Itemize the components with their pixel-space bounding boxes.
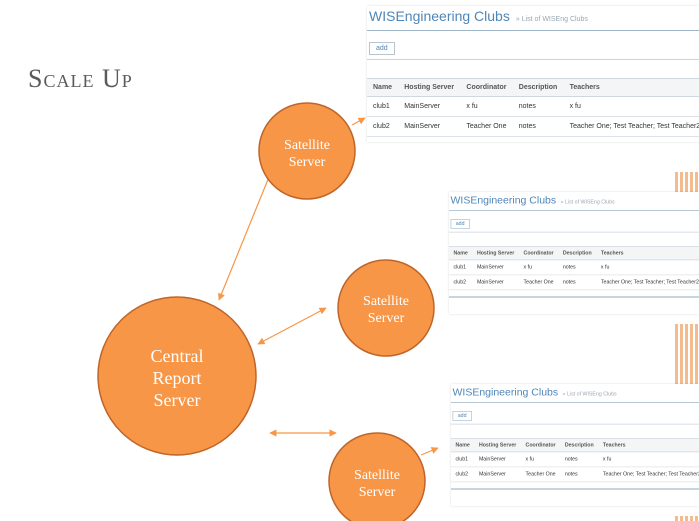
col-hosting-server: Hosting Server <box>472 246 520 261</box>
cell-hosting-server: MainServer <box>472 274 520 291</box>
cell-description: notes <box>558 274 597 291</box>
cell-name: club2 <box>449 274 473 291</box>
panel-title[interactable]: WISEngineering Clubs <box>450 193 557 206</box>
clubs-table: Name Hosting Server Coordinator Descript… <box>367 78 699 137</box>
panel-title[interactable]: WISEngineering Clubs <box>369 8 510 24</box>
arrow-central-satellite-2 <box>257 307 327 345</box>
satellite-2-label-1: Satellite <box>363 294 409 309</box>
panel-subtitle: » List of WISEng Clubs <box>562 391 617 397</box>
col-name: Name <box>451 438 475 453</box>
add-club-button[interactable]: add <box>369 42 395 55</box>
col-hosting-server: Hosting Server <box>398 78 461 97</box>
decorative-stripes-1 <box>675 172 698 194</box>
clubs-panel-2: WISEngineering Clubs » List of WISEng Cl… <box>449 192 699 314</box>
clubs-panel-1: WISEngineering Clubs » List of WISEng Cl… <box>367 6 699 142</box>
cell-name: club1 <box>367 96 399 117</box>
cell-coordinator: Teacher One <box>460 116 513 137</box>
arrow-satellite-1-panel <box>351 117 366 126</box>
cell-coordinator: Teacher One <box>519 274 559 291</box>
clubs-table-header: Name Hosting Server Coordinator Descript… <box>451 438 699 453</box>
table-row[interactable]: club2 MainServer Teacher One notes Teach… <box>367 116 699 137</box>
central-node-label-1: Central <box>151 346 204 366</box>
cell-coordinator: x fu <box>519 259 559 276</box>
satellite-server-node-3: Satellite Server <box>328 432 426 521</box>
cell-description: notes <box>512 116 564 137</box>
satellite-1-label-2: Server <box>289 155 326 170</box>
cell-teachers: x fu <box>598 451 699 468</box>
col-hosting-server: Hosting Server <box>474 438 522 453</box>
col-coordinator: Coordinator <box>521 438 561 453</box>
clubs-table: Name Hosting Server Coordinator Descript… <box>449 246 699 291</box>
central-node-label-3: Server <box>154 390 201 410</box>
decorative-stripes-2 <box>675 324 698 386</box>
cell-description: notes <box>558 259 597 276</box>
cell-teachers: x fu <box>563 96 699 117</box>
panel-subtitle: » List of WISEng Clubs <box>515 16 588 23</box>
col-name: Name <box>367 78 399 97</box>
slide-title: Scale Up <box>28 64 133 93</box>
col-description: Description <box>558 246 597 261</box>
cell-hosting-server: MainServer <box>472 259 520 276</box>
clubs-table-header: Name Hosting Server Coordinator Descript… <box>367 78 699 97</box>
col-coordinator: Coordinator <box>460 78 513 97</box>
clubs-table-header: Name Hosting Server Coordinator Descript… <box>449 246 699 261</box>
col-teachers: Teachers <box>563 78 699 97</box>
cell-hosting-server: MainServer <box>398 96 461 117</box>
add-club-button[interactable]: add <box>452 411 472 421</box>
cell-coordinator: Teacher One <box>521 466 561 483</box>
cell-teachers: x fu <box>596 259 699 276</box>
col-description: Description <box>512 78 564 97</box>
cell-name: club2 <box>451 466 475 483</box>
col-name: Name <box>449 246 473 261</box>
cell-description: notes <box>512 96 564 117</box>
decorative-stripes-3 <box>675 516 698 521</box>
satellite-3-label-1: Satellite <box>354 468 400 483</box>
satellite-1-label-1: Satellite <box>284 138 330 153</box>
cell-name: club1 <box>449 259 473 276</box>
cell-description: notes <box>560 451 599 468</box>
cell-hosting-server: MainServer <box>474 466 522 483</box>
arrow-central-satellite-1 <box>218 171 272 301</box>
central-report-server-node: Central Report Server <box>97 296 257 456</box>
cell-description: notes <box>560 466 599 483</box>
table-row[interactable]: club1 MainServer x fu notes x fu <box>451 451 699 468</box>
table-row[interactable]: club2 MainServer Teacher One notes Teach… <box>451 466 699 483</box>
col-description: Description <box>560 438 599 453</box>
arrow-satellite-3-panel <box>420 447 439 456</box>
col-teachers: Teachers <box>598 438 699 453</box>
clubs-table: Name Hosting Server Coordinator Descript… <box>451 438 699 483</box>
table-row[interactable]: club1 MainServer x fu notes x fu <box>449 259 699 276</box>
cell-teachers: Teacher One; Test Teacher; Test Teacher2 <box>598 466 699 483</box>
cell-coordinator: x fu <box>521 451 561 468</box>
satellite-server-node-2: Satellite Server <box>337 259 435 357</box>
add-club-button[interactable]: add <box>450 219 470 229</box>
col-teachers: Teachers <box>596 246 699 261</box>
cell-name: club2 <box>367 116 399 137</box>
cell-name: club1 <box>451 451 475 468</box>
panel-subtitle: » List of WISEng Clubs <box>560 199 615 205</box>
col-coordinator: Coordinator <box>519 246 559 261</box>
panel-title[interactable]: WISEngineering Clubs <box>452 385 559 398</box>
satellite-3-label-2: Server <box>359 485 396 500</box>
cell-hosting-server: MainServer <box>474 451 522 468</box>
central-node-label-2: Report <box>153 368 202 388</box>
cell-hosting-server: MainServer <box>398 116 461 137</box>
clubs-panel-3: WISEngineering Clubs » List of WISEng Cl… <box>451 384 699 506</box>
table-row[interactable]: club1 MainServer x fu notes x fu <box>367 96 699 117</box>
cell-teachers: Teacher One; Test Teacher; Test Teacher2 <box>563 116 699 137</box>
satellite-2-label-2: Server <box>368 311 405 326</box>
table-row[interactable]: club2 MainServer Teacher One notes Teach… <box>449 274 699 291</box>
cell-coordinator: x fu <box>460 96 513 117</box>
satellite-server-node-1: Satellite Server <box>258 102 356 200</box>
cell-teachers: Teacher One; Test Teacher; Test Teacher2 <box>596 274 699 291</box>
